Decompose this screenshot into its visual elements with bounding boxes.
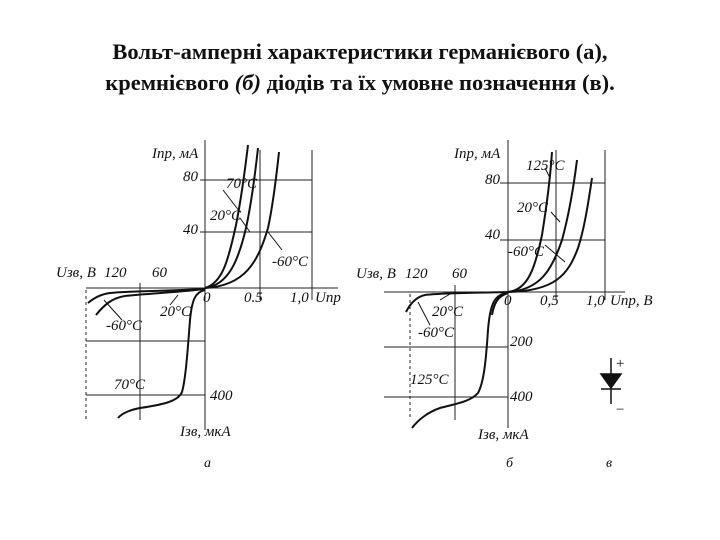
panel-a-tick-80: 80: [183, 169, 199, 185]
panel-b: Iпр, мА 80 40 125°C 20°C -60°C Uзв, В 12…: [356, 140, 653, 471]
panel-a-forward-m60c: [204, 151, 280, 289]
panel-b-x-neg-label: Uзв, В: [356, 266, 396, 282]
panel-a-x-neg-label: Uзв, В: [56, 265, 96, 281]
panel-b-y-neg-label: Iзв, мкА: [477, 427, 529, 443]
panel-b-curve-label: -60°C: [508, 244, 545, 260]
slide-title: Вольт-амперні характеристики германієвог…: [0, 36, 720, 98]
panel-b-tick-0: 0: [504, 293, 512, 309]
panel-b-reverse-m60c: [405, 291, 509, 313]
panel-a-tick-60: 60: [152, 265, 168, 281]
panel-a-curve-label: -60°C: [272, 254, 309, 270]
panel-b-tick-120: 120: [405, 266, 428, 282]
title-line-2: кремнієвого (б) діодів та їх умовне позн…: [105, 70, 615, 95]
title-line-1: Вольт-амперні характеристики германієвог…: [112, 39, 608, 64]
panel-b-tick-05: 0,5: [540, 293, 559, 309]
panel-a: Iпр, мА 80 40 70°C 20°C -60°C Uзв, В 120…: [56, 140, 341, 471]
panel-b-labels: Iпр, мА 80 40 125°C 20°C -60°C Uзв, В 12…: [356, 146, 653, 471]
panel-a-curves: [87, 144, 280, 419]
panel-b-curve-label: -60°C: [418, 325, 455, 341]
panel-a-tick-400: 400: [210, 388, 233, 404]
panel-b-curve-label: 20°C: [517, 200, 549, 216]
panel-a-tick-120: 120: [104, 265, 127, 281]
panel-a-y-neg-label: Iзв, мкА: [179, 424, 231, 440]
panel-b-curve-label: 20°C: [432, 304, 464, 320]
panel-a-curve-label: 70°C: [114, 377, 146, 393]
panel-a-curve-label: -60°C: [106, 318, 143, 334]
panel-b-x-pos-label: Uпр, В: [610, 293, 653, 309]
panel-b-caption: б: [506, 456, 514, 471]
panel-a-reverse-m60c: [87, 288, 206, 304]
panel-c: + − в: [599, 356, 625, 471]
panel-b-reverse-125c: [491, 292, 509, 316]
panel-a-y-pos-label: Iпр, мА: [151, 146, 199, 162]
diode-minus-sign: −: [615, 402, 625, 418]
panel-a-tick-0: 0: [203, 290, 211, 306]
panel-b-curve-label: 125°C: [526, 158, 565, 174]
panel-b-tick-10: 1,0: [586, 293, 605, 309]
panel-b-tick-200: 200: [510, 334, 533, 350]
panel-a-x-pos-label: Uпр: [315, 290, 341, 306]
panel-c-caption: в: [606, 456, 612, 471]
panel-b-leaders: [417, 167, 566, 326]
panel-b-curve-label: 125°C: [410, 372, 449, 388]
panel-b-tick-40: 40: [485, 227, 501, 243]
panel-a-tick-05: 0.5: [244, 290, 263, 306]
panel-a-tick-10: 1,0: [290, 290, 309, 306]
diode-plus-sign: +: [615, 356, 625, 372]
diode-symbol: [599, 358, 623, 404]
panel-a-tick-40: 40: [183, 222, 199, 238]
panel-a-curve-label: 20°C: [160, 304, 192, 320]
panel-a-caption: а: [204, 456, 211, 471]
panel-b-reverse-20c: [411, 292, 509, 429]
panel-a-curve-label: 20°C: [210, 208, 242, 224]
panel-b-forward-m60c: [507, 177, 593, 293]
panel-b-tick-60: 60: [452, 266, 468, 282]
panel-b-y-pos-label: Iпр, мА: [453, 146, 501, 162]
panel-a-forward-70c: [204, 144, 249, 289]
panel-a-leaders: [103, 189, 283, 321]
panel-b-tick-80: 80: [485, 172, 501, 188]
panel-a-labels: Iпр, мА 80 40 70°C 20°C -60°C Uзв, В 120…: [56, 146, 341, 471]
panel-b-tick-400: 400: [510, 389, 533, 405]
panel-a-curve-label: 70°C: [226, 176, 258, 192]
panel-a-forward-20c: [204, 147, 259, 289]
panel-a-reverse-20c: [95, 288, 206, 316]
panel-a-reverse-70c: [117, 289, 206, 419]
panel-b-forward-20c: [507, 159, 578, 293]
